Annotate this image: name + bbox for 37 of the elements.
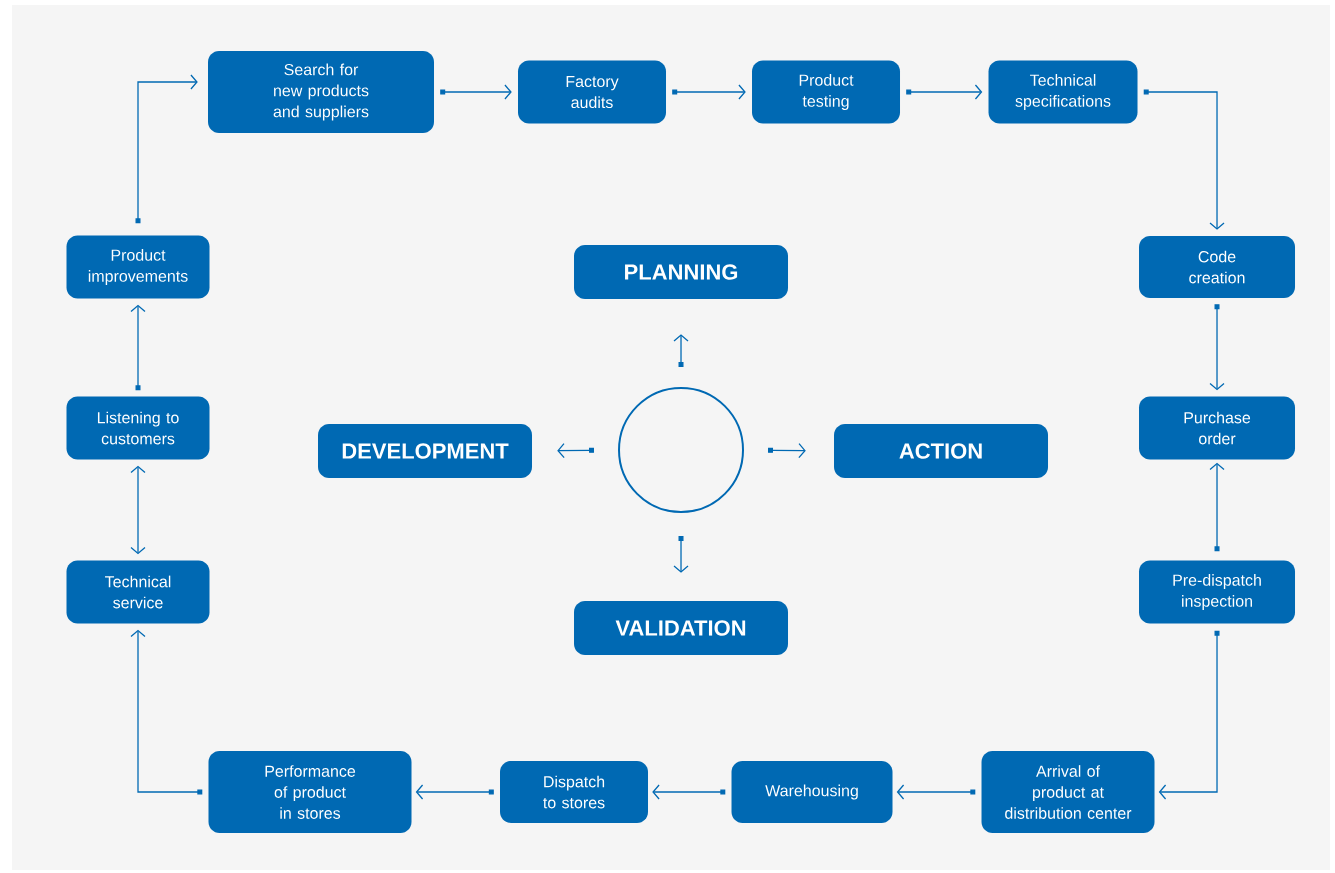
phase-box: PLANNING: [574, 245, 788, 299]
phase-box: DEVELOPMENT: [318, 424, 532, 478]
arrow: [1158, 630, 1220, 800]
arrow: [673, 334, 689, 367]
process-box: Dispatch to stores: [500, 761, 648, 823]
cycle-circle: [618, 387, 744, 513]
process-box: Arrival of product at distribution center: [981, 751, 1155, 833]
arrow: [440, 84, 512, 100]
process-box: Product testing: [752, 60, 900, 124]
phase-box: ACTION: [834, 424, 1048, 478]
process-box: Performance of product in stores: [208, 751, 412, 833]
arrow: [1209, 462, 1225, 552]
arrow: [130, 304, 146, 391]
arrow: [673, 536, 689, 573]
arrow: [896, 784, 976, 800]
arrow: [1209, 304, 1225, 391]
arrow: [130, 629, 203, 795]
process-box: Search for new products and suppliers: [208, 51, 434, 133]
arrow: [415, 784, 494, 800]
arrow: [130, 465, 146, 555]
arrow: [135, 74, 198, 224]
process-box: Purchase order: [1139, 396, 1295, 460]
process-box: Factory audits: [518, 60, 666, 124]
process-box: Technical specifications: [988, 60, 1138, 124]
phase-box: VALIDATION: [574, 601, 788, 655]
process-box: Product improvements: [66, 235, 210, 299]
arrow: [557, 443, 595, 459]
arrow: [652, 784, 726, 800]
process-box: Warehousing: [731, 761, 893, 823]
arrow: [906, 84, 983, 100]
process-box: Pre-dispatch inspection: [1139, 560, 1295, 624]
arrow: [768, 442, 806, 459]
process-box: Code creation: [1139, 236, 1295, 298]
process-box: Technical service: [66, 560, 210, 624]
arrow: [1143, 89, 1225, 230]
arrow: [672, 84, 746, 100]
process-box: Listening to customers: [66, 396, 210, 460]
